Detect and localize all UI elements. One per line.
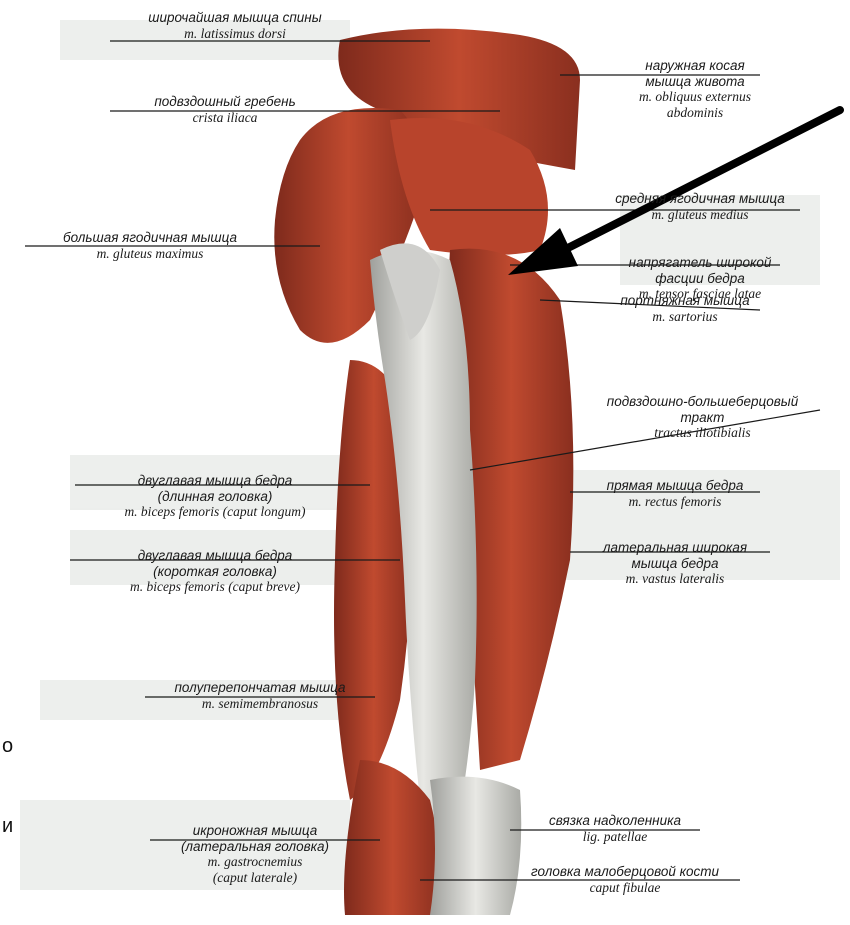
label-gastrocnemius: икроножная мышца (латеральная головка)m.… bbox=[140, 805, 370, 904]
edge-text-1: о bbox=[2, 735, 13, 758]
edge-text-2: и bbox=[2, 815, 13, 838]
label-biceps-long: двуглавая мышца бедра (длинная головка)m… bbox=[70, 455, 360, 538]
label-biceps-short: двуглавая мышца бедра (короткая головка)… bbox=[65, 530, 365, 613]
